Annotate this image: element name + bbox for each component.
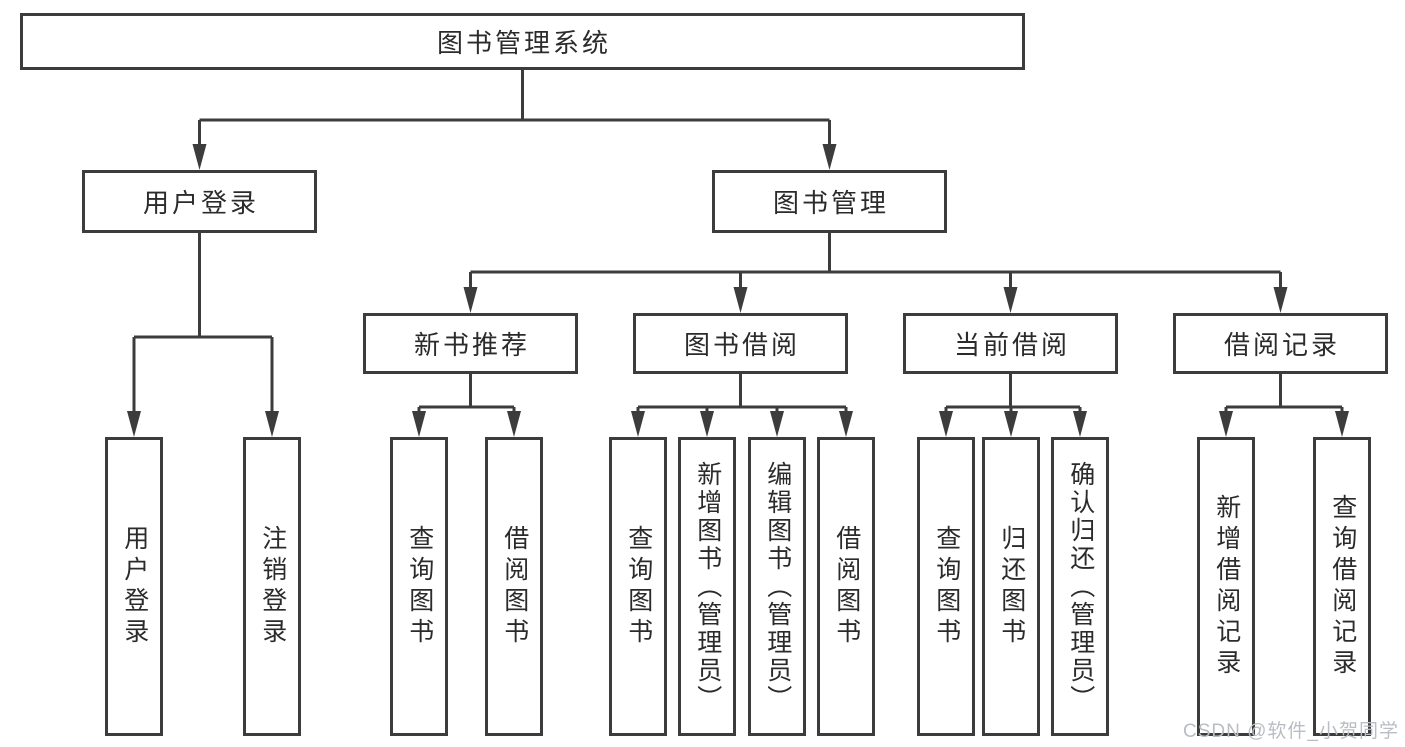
- leaf-box-edit-book-admin: 编辑图书（管理员）: [748, 437, 806, 736]
- leaf-box-query-book-borrow: 查询图书: [609, 437, 667, 736]
- node-box-root: 图书管理系统: [20, 13, 1025, 70]
- leaf-box-return-book: 归还图书: [982, 437, 1040, 736]
- leaf-box-query-borrow-record: 查询借阅记录: [1313, 437, 1371, 736]
- leaf-label-user-login: 用户登录: [120, 524, 149, 649]
- leaf-label-borrow-book-borrow: 借阅图书: [832, 524, 861, 649]
- leaf-box-add-borrow-record: 新增借阅记录: [1197, 437, 1255, 736]
- node-box-book-borrow: 图书借阅: [633, 313, 848, 374]
- leaf-box-logout: 注销登录: [243, 437, 301, 736]
- csdn-watermark: CSDN @软件_小贺同学: [1183, 721, 1399, 742]
- node-label-book-borrow: 图书借阅: [683, 330, 800, 360]
- leaf-box-borrow-book-borrow: 借阅图书: [817, 437, 875, 736]
- node-label-new-book-recommend: 新书推荐: [413, 330, 530, 360]
- node-label-book-management: 图书管理: [772, 188, 889, 218]
- leaf-label-return-book: 归还图书: [997, 524, 1026, 649]
- leaf-box-borrow-book-recommend: 借阅图书: [485, 437, 543, 736]
- node-box-borrow-records: 借阅记录: [1173, 313, 1388, 374]
- node-label-user-login: 用户登录: [142, 188, 259, 218]
- leaf-label-confirm-return-admin: 确认归还（管理员）: [1066, 460, 1095, 713]
- connector-paths: [132, 70, 1344, 419]
- node-box-book-management: 图书管理: [712, 170, 947, 233]
- arrowheads: [127, 144, 1349, 437]
- node-box-user-login: 用户登录: [82, 170, 317, 233]
- leaf-box-user-login: 用户登录: [105, 437, 163, 736]
- leaf-label-logout: 注销登录: [258, 524, 287, 649]
- leaf-box-query-book-current: 查询图书: [917, 437, 975, 736]
- leaf-label-add-borrow-record: 新增借阅记录: [1212, 493, 1241, 680]
- node-box-new-book-recommend: 新书推荐: [363, 313, 578, 374]
- leaf-label-borrow-book-recommend: 借阅图书: [500, 524, 529, 649]
- node-label-borrow-records: 借阅记录: [1223, 330, 1340, 360]
- node-label-root: 图书管理系统: [436, 28, 611, 58]
- leaf-label-edit-book-admin: 编辑图书（管理员）: [763, 460, 792, 713]
- leaf-label-add-book-admin: 新增图书（管理员）: [693, 460, 722, 713]
- leaf-label-query-borrow-record: 查询借阅记录: [1328, 493, 1357, 680]
- leaf-label-query-book-borrow: 查询图书: [624, 524, 653, 649]
- node-box-current-borrow: 当前借阅: [903, 313, 1118, 374]
- leaf-box-add-book-admin: 新增图书（管理员）: [678, 437, 736, 736]
- leaf-label-query-book-current: 查询图书: [932, 524, 961, 649]
- leaf-box-confirm-return-admin: 确认归还（管理员）: [1051, 437, 1109, 736]
- leaf-label-query-book-recommend: 查询图书: [405, 524, 434, 649]
- leaf-box-query-book-recommend: 查询图书: [390, 437, 448, 736]
- node-label-current-borrow: 当前借阅: [953, 330, 1070, 360]
